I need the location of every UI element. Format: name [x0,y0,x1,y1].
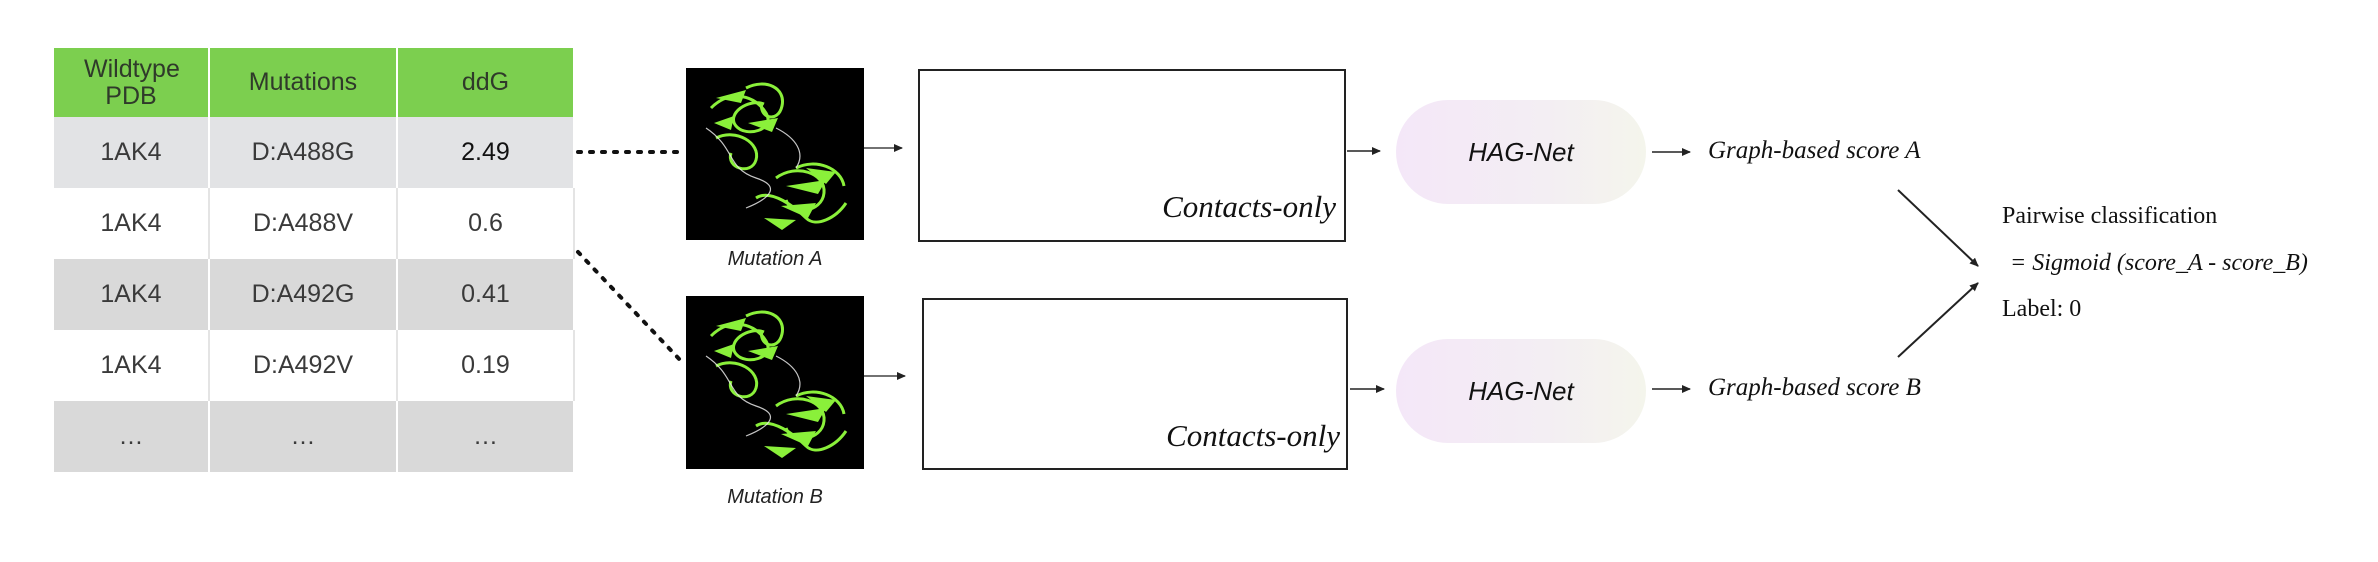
pairwise-label: Label: 0 [2002,296,2082,322]
cell-mutation: D:A488V [209,188,398,259]
hag-net-b-label: HAG-Net [1468,375,1574,406]
cell-ddg: 0.6 [397,188,575,259]
arrow-score-a-to-pairwise [1897,189,1979,267]
pairwise-title: Pairwise classification [2002,203,2218,229]
cell-mutation: … [209,401,398,472]
graph-b-label: Contacts-only [1166,418,1340,453]
table-row: 1AK4 D:A492G 0.41 [54,259,575,330]
score-a: Graph-based score A [1708,137,1921,164]
cell-mutation: D:A492V [209,330,398,401]
table-row: … … … [54,401,575,472]
pairwise-formula: = Sigmoid (score_A - score_B) [2010,250,2308,276]
cell-ddg: 0.19 [397,330,575,401]
graph-box-b [922,298,1348,470]
ddg-table: Wildtype PDB Mutations ddG 1AK4 D:A488G … [54,48,575,472]
cell-mutation: D:A492G [209,259,398,330]
score-b: Graph-based score B [1708,374,1921,401]
cell-pdb: … [54,401,210,472]
arrow-score-b-to-pairwise [1897,282,1979,358]
cell-ddg: 2.49 [397,117,575,188]
mutation-a-caption: Mutation A [727,248,823,270]
mutation-b-caption: Mutation B [727,486,823,508]
cell-pdb: 1AK4 [54,259,210,330]
table-row: 1AK4 D:A488V 0.6 [54,188,575,259]
cell-ddg: … [397,401,575,472]
cell-pdb: 1AK4 [54,188,210,259]
cell-mutation: D:A488G [209,117,398,188]
graph-box-a [918,69,1346,242]
cell-ddg: 0.41 [397,259,575,330]
hag-net-a-label: HAG-Net [1468,136,1574,167]
header-mutations: Mutations [209,48,398,117]
header-wildtype-pdb: Wildtype PDB [54,48,210,117]
graph-a-label: Contacts-only [1162,189,1336,224]
table-row: 1AK4 D:A488G 2.49 [54,117,575,188]
hag-net-a: HAG-Net [1396,100,1646,204]
cell-pdb: 1AK4 [54,117,210,188]
hag-net-b: HAG-Net [1396,339,1646,443]
header-ddg: ddG [397,48,575,117]
dotted-link-b [576,250,684,364]
table-header-row: Wildtype PDB Mutations ddG [54,48,575,117]
table-row: 1AK4 D:A492V 0.19 [54,330,575,401]
cell-pdb: 1AK4 [54,330,210,401]
protein-structure-b-image [686,296,864,469]
protein-structure-a-image [686,68,864,240]
